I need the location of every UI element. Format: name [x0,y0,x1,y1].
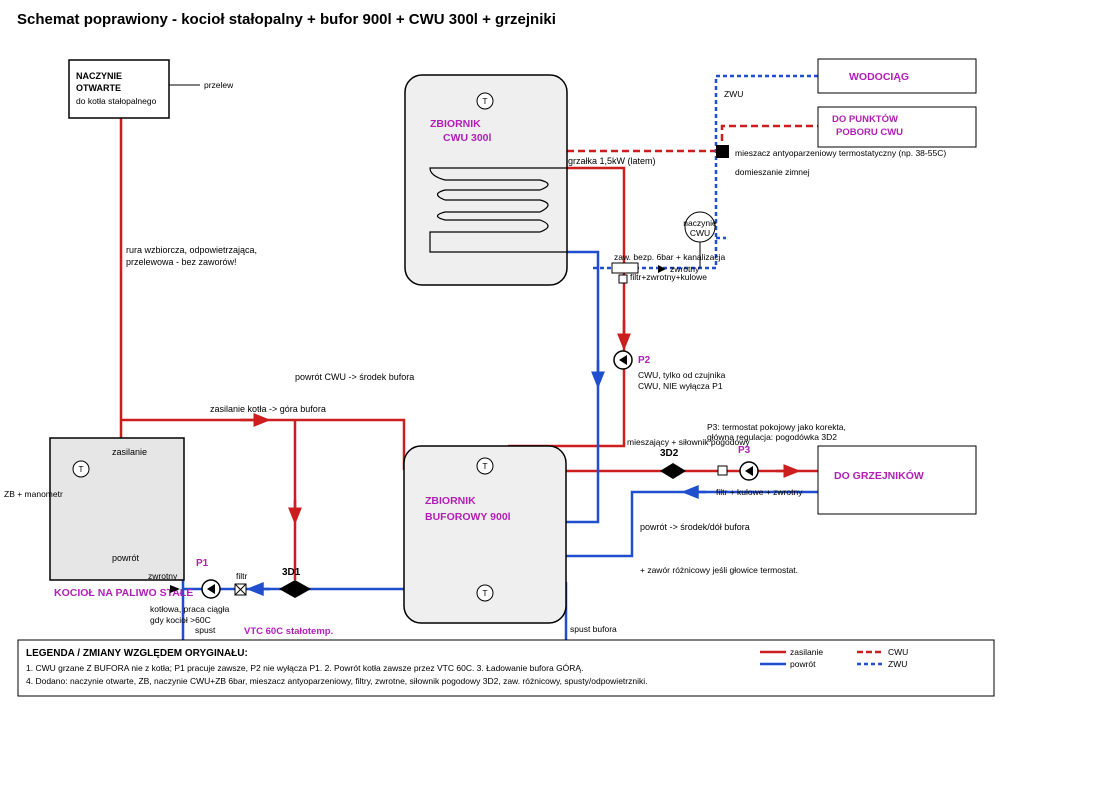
p2-note2: CWU, NIE wyłącza P1 [638,381,723,391]
zwu-label: ZWU [724,89,743,99]
draw-points-line1: DO PUNKTÓW [832,113,898,125]
legend: LEGENDA / ZMIANY WZGLĘDEM ORYGINAŁU: 1. … [17,639,995,697]
buffer-sensor-bottom-label: T [482,588,487,598]
check-valve-label: zwrotny [670,264,700,274]
expansion-line2: CWU [690,228,710,238]
p3-note1: P3: termostat pokojowy jako korekta, [707,422,846,432]
boiler-name: KOCIOŁ NA PALIWO STAŁE [54,587,193,599]
diff-valve-label: + zawór różnicowy jeśli głowice termosta… [640,565,798,575]
cwu-sensor-label: T [482,96,487,106]
boiler-return-text: powrót [112,553,140,563]
legend-zwu-label: ZWU [888,659,907,669]
cwu-tank-line2: CWU 300l [443,132,492,144]
cwu-heater-pipe [567,166,626,290]
safety-valve-label: zaw. bezp. 6bar + kanalizacja [614,252,726,262]
p1-filter-label: filtr [236,571,248,581]
p2-note1: CWU, tylko od czujnika [638,370,726,380]
p1-note1: kotłowa, praca ciągła [150,604,230,614]
cwu-tank-line1: ZBIORNIK [430,118,481,130]
expansion-line1: naczynie [683,218,717,228]
zb-label: ZB + manometr [4,489,63,499]
radiators-label: DO GRZEJNIKÓW [834,469,924,482]
valve-3d1-label: 3D1 [282,567,301,578]
p1-check-label: zwrotny [148,571,178,581]
vtc-label: VTC 60C stałotemp. [244,626,333,637]
valve-3d1-icon [279,580,311,598]
open-vessel: NACZYNIE OTWARTE do kotła stałopalnego p… [68,59,234,119]
buffer-line1: ZBIORNIK [425,495,476,507]
p1-pump-arrow-icon [207,584,215,594]
radiators-box [817,445,977,515]
radiator-filter-label: filtr + kulowe + zwrotny [716,487,803,497]
safety-valve-icon [611,262,639,274]
mixer-label: mieszacz antyoparzeniowy termostatyczny … [735,148,946,158]
boiler-sensor-icon [72,460,90,478]
p3-filter-icon [717,465,728,476]
boiler-supply-label: zasilanie kotła -> góra bufora [210,404,326,414]
buffer-body [403,445,567,624]
buffer-line2: BUFOROWY 900l [425,511,511,523]
p3-note2: główna regulacja: pogodówka 3D2 [707,432,837,442]
p1-check-valve-icon [170,585,180,593]
p2-pump-arrow-icon [619,355,627,365]
mixer-mixing-label: domieszanie zimnej [735,167,810,177]
buffer-drain-label: spust bufora [570,624,617,634]
legend-supply-label: zasilanie [790,647,823,657]
draw-points-line2: POBORU CWU [836,127,903,138]
buffer-sensor-top-icon [476,457,494,475]
boiler-sensor-label: T [78,464,83,474]
legend-return-label: powrót [790,659,816,669]
water-supply-box [817,58,977,94]
overflow-label: przelew [204,80,234,90]
valve-3d2-note: mieszający + siłownik pogodowy [627,437,750,447]
p1-note2: gdy kocioł >60C [150,615,211,625]
p3-label: P3 [738,445,751,456]
boiler-supply-text: zasilanie [112,447,147,457]
legend-title: LEGENDA / ZMIANY WZGLĘDEM ORYGINAŁU: [26,648,248,659]
return-cwu-label: powrót CWU -> środek bufora [295,372,414,382]
zwu-cold-line [590,74,818,270]
cwu-tank: T ZBIORNIK CWU 300l grzałka 1,5kW (latem… [404,74,656,286]
legend-box [17,639,995,697]
p1-label: P1 [196,558,209,569]
water-supply-label: WODOCIĄG [849,71,909,83]
filter-group-label: filtr+zwrotny+kulowe [630,272,707,282]
open-vessel-line1: NACZYNIE [76,71,122,81]
cwu-return-pipe [566,250,600,524]
p3-pump-arrow-icon [745,466,753,476]
valve-3d2-icon [660,463,686,479]
riser-note-line1: rura wzbiorcza, odpowietrzająca, [126,245,257,255]
buffer-tank: T ZBIORNIK BUFOROWY 900l T spust bufora [403,445,617,634]
filter-icon [618,274,628,284]
legend-line2: 4. Dodano: naczynie otwarte, ZB, naczyni… [26,676,647,686]
open-vessel-sub: do kotła stałopalnego [76,96,157,106]
buffer-sensor-bottom-icon [476,584,494,602]
p1-filter-cross-b [234,583,247,596]
cwu-hot-line [567,124,818,153]
cwu-sensor-icon [476,92,494,110]
riser-note-line2: przelewowa - bez zaworów! [126,257,237,267]
cwu-charge-pipe [508,290,626,448]
radiator-return-pipe [566,490,818,558]
valve-3d2-label: 3D2 [660,448,679,459]
p2-label: P2 [638,355,651,366]
legend-cwu-label: CWU [888,647,908,657]
open-vessel-line2: OTWARTE [76,83,121,93]
heater-label: grzałka 1,5kW (latem) [568,156,656,166]
mixer-icon [716,145,729,158]
page-title: Schemat poprawiony - kocioł stałopalny +… [17,11,556,28]
radiator-return-label: powrót -> środek/dół bufora [640,522,750,532]
boiler: zasilanie T powrót ZB + manometr KOCIOŁ … [4,437,193,599]
p1-drain-label: spust [195,625,216,635]
buffer-sensor-top-label: T [482,461,487,471]
legend-line1: 1. CWU grzane Z BUFORA nie z kotła; P1 p… [26,663,583,673]
open-vessel-box [68,59,170,119]
draw-points-box [817,106,977,148]
check-valve-icon [658,265,666,273]
boiler-supply-pipe [121,418,406,470]
boiler-body [49,437,185,581]
heat-exchanger-coil [429,167,567,253]
